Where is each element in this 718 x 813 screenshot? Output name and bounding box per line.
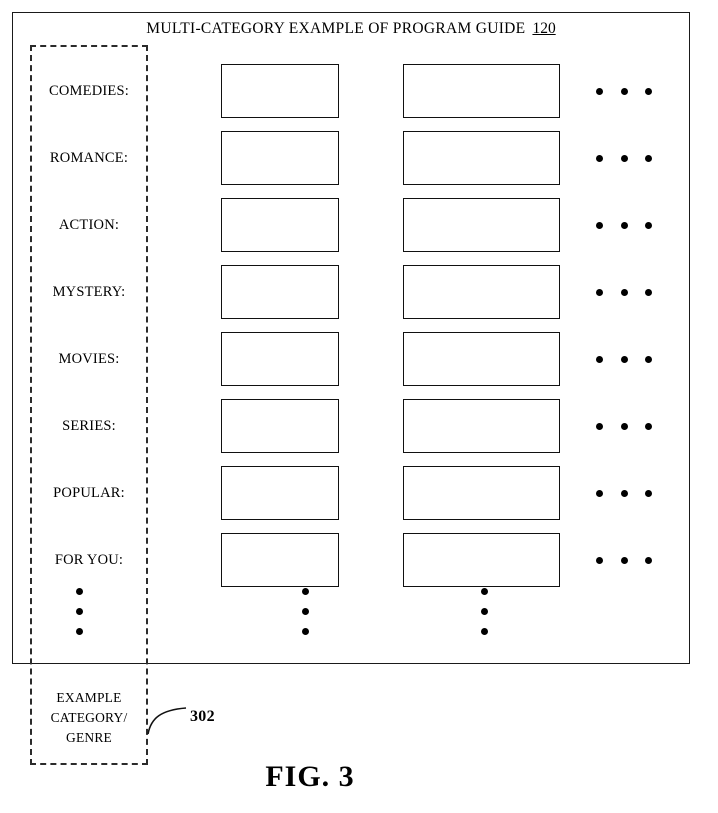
figure-caption: FIG. 3	[265, 760, 355, 793]
ellipsis-dot	[620, 221, 628, 229]
ellipsis-dot	[596, 422, 603, 430]
ellipsis-dot	[596, 221, 603, 229]
ellipsis-dot	[596, 154, 603, 162]
ellipsis-dot	[645, 489, 652, 497]
ellipsis-dot	[480, 588, 488, 595]
program-guide-frame	[12, 12, 690, 664]
ellipsis-dot	[480, 608, 488, 615]
program-cell-r4-c2[interactable]	[403, 265, 560, 319]
category-row-7[interactable]: POPULAR:	[30, 466, 148, 520]
vertical-ellipsis-column-2	[474, 588, 494, 635]
category-label: MYSTERY:	[52, 283, 126, 300]
category-column-outline	[30, 45, 148, 765]
page-title-reference-numeral: 120	[532, 20, 556, 37]
category-label: COMEDIES:	[49, 82, 129, 99]
ellipsis-dot	[301, 608, 309, 615]
vertical-ellipsis-column-1	[295, 588, 315, 635]
category-row-1[interactable]: COMEDIES:	[30, 64, 148, 118]
category-label: ACTION:	[58, 216, 120, 233]
callout-line-1: EXAMPLE	[56, 690, 122, 705]
row-ellipsis-1	[596, 64, 652, 118]
program-cell-r6-c2[interactable]	[403, 399, 560, 453]
ellipsis-dot	[596, 87, 603, 95]
category-row-3[interactable]: ACTION:	[30, 198, 148, 252]
ellipsis-dot	[75, 608, 83, 615]
category-label: POPULAR:	[53, 484, 125, 501]
program-cell-r5-c1[interactable]	[221, 332, 339, 386]
ellipsis-dot	[645, 288, 652, 296]
program-cell-r8-c2[interactable]	[403, 533, 560, 587]
program-cell-r1-c2[interactable]	[403, 64, 560, 118]
ellipsis-dot	[75, 588, 83, 595]
category-label: MOVIES:	[58, 350, 120, 367]
program-cell-r2-c2[interactable]	[403, 131, 560, 185]
category-row-5[interactable]: MOVIES:	[30, 332, 148, 386]
ellipsis-dot	[480, 628, 488, 635]
program-cell-r7-c2[interactable]	[403, 466, 560, 520]
ellipsis-dot	[596, 556, 603, 564]
row-ellipsis-7	[596, 466, 652, 520]
ellipsis-dot	[645, 556, 652, 564]
category-row-2[interactable]: ROMANCE:	[30, 131, 148, 185]
ellipsis-dot	[620, 355, 628, 363]
category-row-4[interactable]: MYSTERY:	[30, 265, 148, 319]
vertical-ellipsis-category	[69, 588, 89, 635]
program-cell-r6-c1[interactable]	[221, 399, 339, 453]
ellipsis-dot	[620, 154, 628, 162]
row-ellipsis-2	[596, 131, 652, 185]
page-title-text: MULTI-CATEGORY EXAMPLE OF PROGRAM GUIDE	[146, 20, 526, 37]
row-ellipsis-6	[596, 399, 652, 453]
page-title: MULTI-CATEGORY EXAMPLE OF PROGRAM GUIDE 1…	[12, 20, 690, 38]
ellipsis-dot	[75, 628, 83, 635]
row-ellipsis-3	[596, 198, 652, 252]
category-label: SERIES:	[62, 417, 116, 434]
ellipsis-dot	[620, 422, 628, 430]
category-row-8[interactable]: FOR YOU:	[30, 533, 148, 587]
category-label: FOR YOU:	[54, 551, 124, 568]
ellipsis-dot	[645, 221, 652, 229]
ellipsis-dot	[645, 154, 652, 162]
row-ellipsis-5	[596, 332, 652, 386]
leader-line-icon	[147, 707, 187, 735]
ellipsis-dot	[596, 288, 603, 296]
ellipsis-dot	[596, 355, 603, 363]
program-cell-r2-c1[interactable]	[221, 131, 339, 185]
ellipsis-dot	[596, 489, 603, 497]
ellipsis-dot	[620, 87, 628, 95]
ellipsis-dot	[620, 556, 628, 564]
program-cell-r3-c2[interactable]	[403, 198, 560, 252]
program-cell-r4-c1[interactable]	[221, 265, 339, 319]
callout-label: EXAMPLE CATEGORY/ GENRE	[30, 688, 148, 748]
ellipsis-dot	[301, 588, 309, 595]
program-cell-r5-c2[interactable]	[403, 332, 560, 386]
row-ellipsis-4	[596, 265, 652, 319]
callout-line-3: GENRE	[66, 730, 112, 745]
program-cell-r3-c1[interactable]	[221, 198, 339, 252]
ellipsis-dot	[301, 628, 309, 635]
callout-line-2: CATEGORY/	[50, 710, 128, 725]
category-row-6[interactable]: SERIES:	[30, 399, 148, 453]
row-ellipsis-8	[596, 533, 652, 587]
callout-reference-numeral: 302	[190, 708, 215, 725]
ellipsis-dot	[645, 355, 652, 363]
ellipsis-dot	[620, 489, 628, 497]
ellipsis-dot	[645, 87, 652, 95]
ellipsis-dot	[620, 288, 628, 296]
ellipsis-dot	[645, 422, 652, 430]
program-cell-r7-c1[interactable]	[221, 466, 339, 520]
program-cell-r8-c1[interactable]	[221, 533, 339, 587]
category-label: ROMANCE:	[49, 149, 129, 166]
program-cell-r1-c1[interactable]	[221, 64, 339, 118]
